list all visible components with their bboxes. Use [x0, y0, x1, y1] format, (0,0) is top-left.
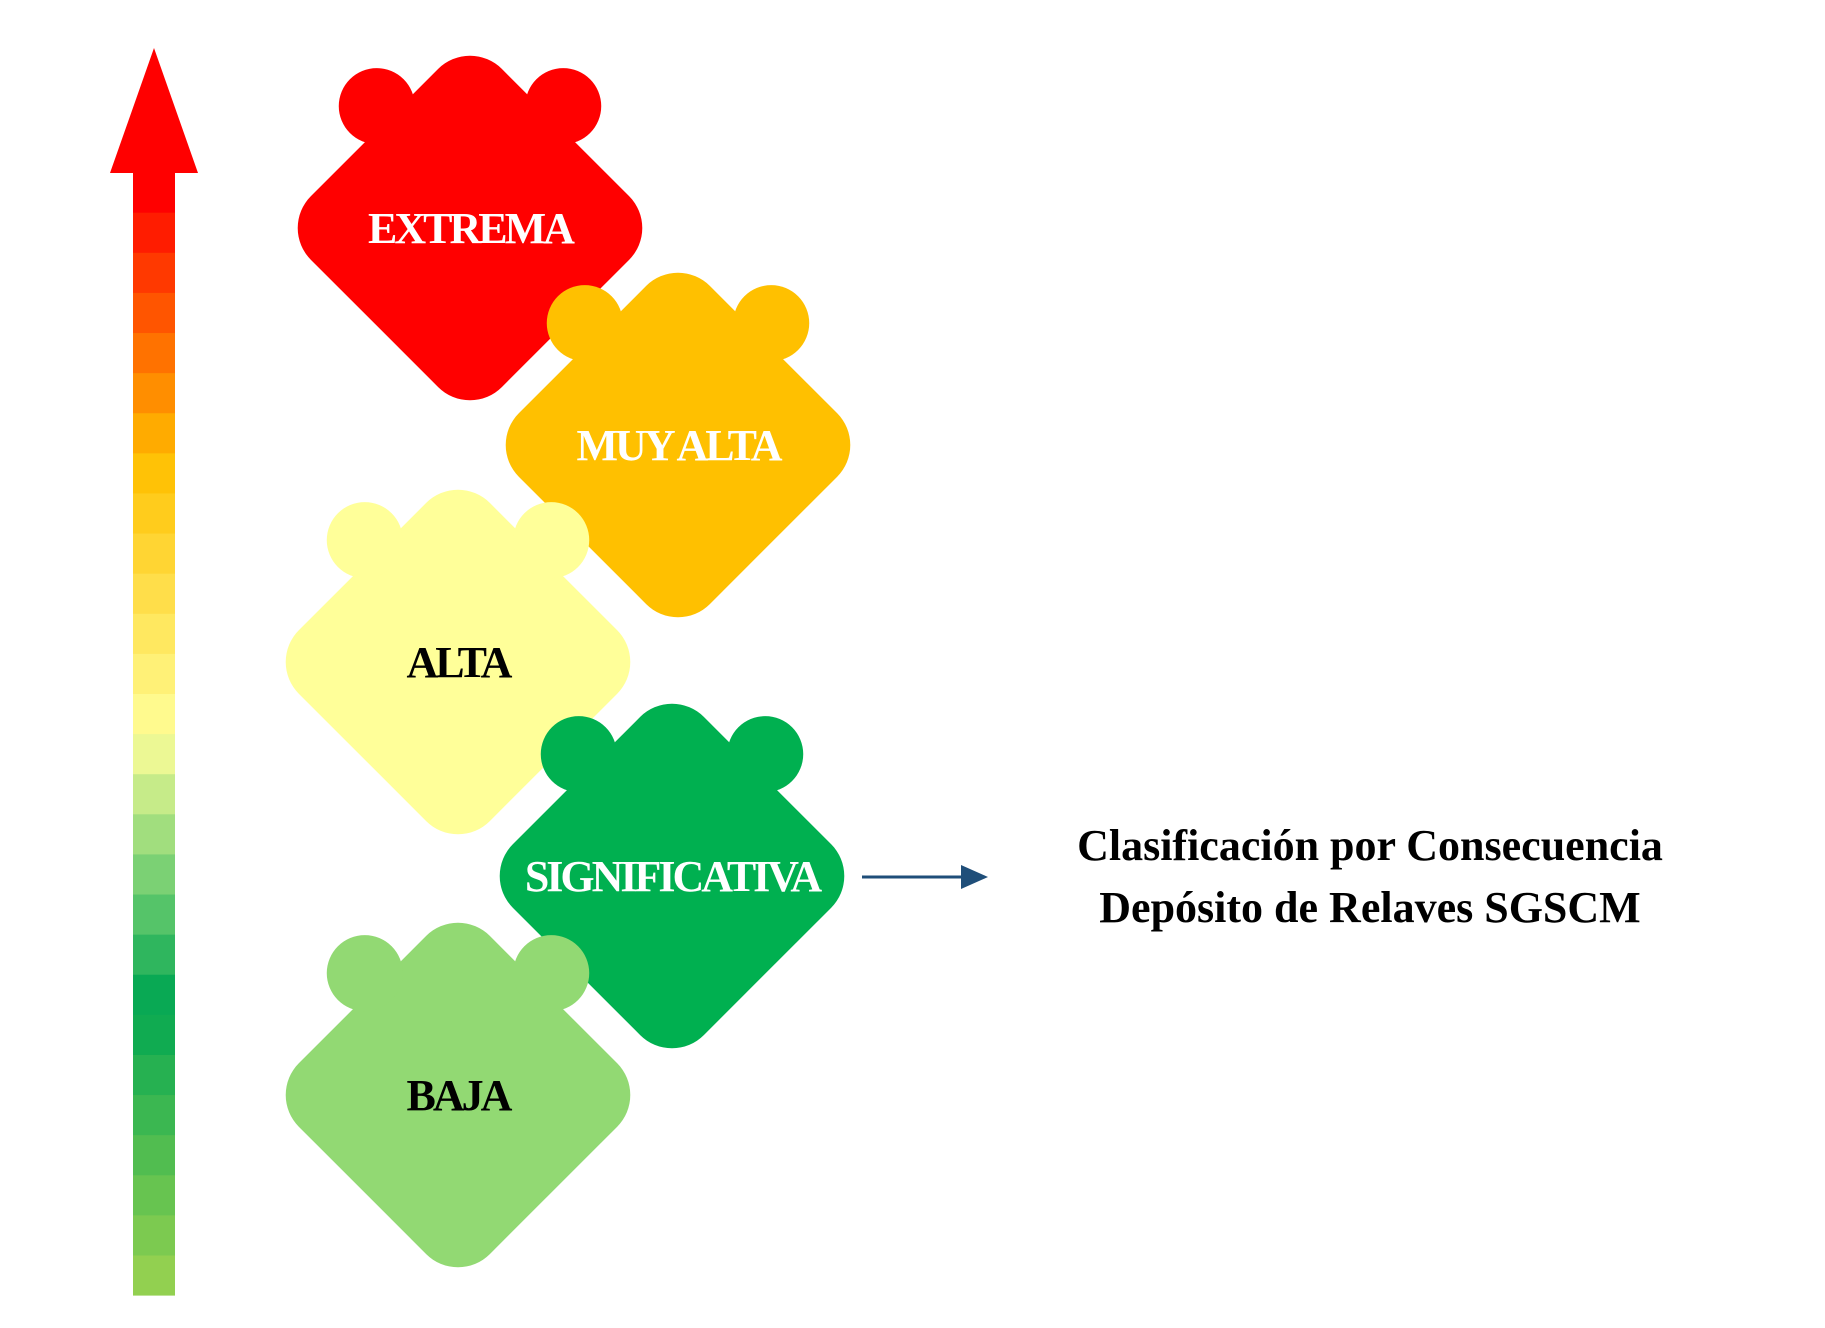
scale-arrow-segment	[133, 332, 175, 374]
puzzle-knob	[513, 935, 590, 1012]
scale-arrow-segment	[133, 1054, 175, 1096]
scale-arrow-segment	[133, 1214, 175, 1256]
puzzle-knob	[727, 716, 804, 793]
level-label-muy-alta: MUY ALTA	[577, 421, 783, 470]
scale-arrow-segment	[133, 532, 175, 574]
puzzle-knob	[733, 285, 810, 362]
scale-arrow-segment	[133, 813, 175, 855]
scale-arrow-segment	[133, 172, 175, 213]
scale-arrow-segment	[133, 212, 175, 253]
scale-arrow-segment	[133, 412, 175, 454]
puzzle-knob	[525, 68, 602, 145]
scale-arrow-head	[110, 48, 198, 173]
puzzle-knob	[546, 285, 623, 362]
caption-line-2: Depósito de Relaves SGSCM	[1099, 883, 1640, 932]
scale-arrow-segment	[133, 934, 175, 975]
scale-arrow-segment	[133, 853, 175, 895]
scale-arrow-segment	[133, 773, 175, 815]
scale-arrow-segment	[133, 1174, 175, 1216]
scale-arrow-segment	[133, 1134, 175, 1176]
level-label-baja: BAJA	[407, 1071, 513, 1120]
puzzle-piece-shape	[505, 272, 851, 618]
scale-arrow-segment	[133, 653, 175, 694]
puzzle-knob	[326, 502, 403, 579]
scale-arrow-segment	[133, 693, 175, 735]
scale-arrow-icon	[110, 48, 198, 1296]
puzzle-knob	[338, 68, 415, 145]
puzzle-knob	[513, 502, 590, 579]
caption-line-1: Clasificación por Consecuencia	[1077, 821, 1663, 870]
level-label-alta: ALTA	[407, 638, 513, 687]
scale-arrow-segment	[133, 1094, 175, 1136]
scale-arrow-segments	[133, 172, 175, 1296]
puzzle-knob	[326, 935, 403, 1012]
scale-arrow-segment	[133, 1254, 175, 1296]
scale-arrow-segment	[133, 292, 175, 334]
level-label-extrema: EXTREMA	[368, 204, 575, 253]
scale-arrow-segment	[133, 452, 175, 494]
scale-arrow-segment	[133, 613, 175, 654]
scale-arrow-segment	[133, 372, 175, 414]
level-label-significativa: SIGNIFICATIVA	[525, 852, 823, 901]
scale-arrow-segment	[133, 974, 175, 1015]
puzzle-knob	[540, 716, 617, 793]
scale-arrow-segment	[133, 573, 175, 614]
scale-arrow-segment	[133, 893, 175, 935]
puzzle-piece-baja: BAJA	[285, 922, 631, 1268]
scale-arrow-segment	[133, 1014, 175, 1055]
puzzle-piece-muy-alta: MUY ALTA	[505, 272, 851, 618]
scale-arrow-segment	[133, 492, 175, 534]
scale-arrow-segment	[133, 252, 175, 293]
scale-arrow-segment	[133, 733, 175, 775]
puzzle-piece-shape	[285, 922, 631, 1268]
puzzle-stack: EXTREMA MUY ALTA ALTA SIGNIFICATIVA BAJA	[285, 55, 851, 1268]
